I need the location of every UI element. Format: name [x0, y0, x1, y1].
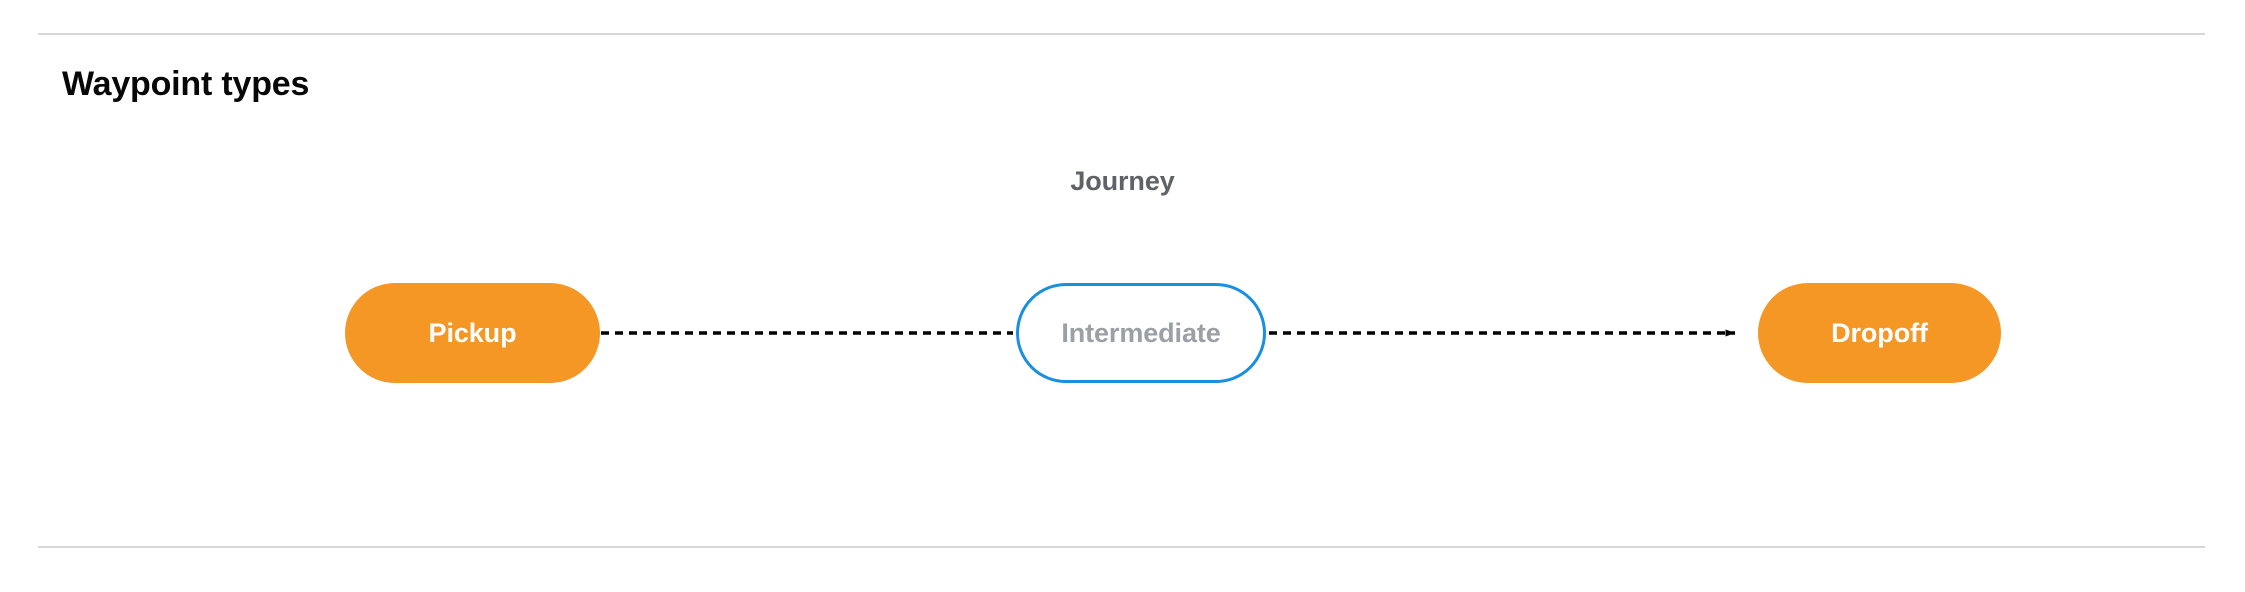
node-dropoff-label: Dropoff: [1831, 317, 1928, 348]
node-pickup-label: Pickup: [428, 317, 517, 348]
section-divider-bottom: [38, 546, 2205, 548]
node-dropoff[interactable]: Dropoff: [1758, 283, 2001, 383]
node-intermediate[interactable]: Intermediate: [1016, 283, 1266, 383]
node-pickup[interactable]: Pickup: [345, 283, 600, 383]
section-divider-top: [38, 33, 2205, 35]
node-intermediate-label: Intermediate: [1061, 317, 1221, 348]
page-title: Waypoint types: [62, 65, 310, 103]
journey-cluster-label: Journey: [1070, 166, 1175, 196]
